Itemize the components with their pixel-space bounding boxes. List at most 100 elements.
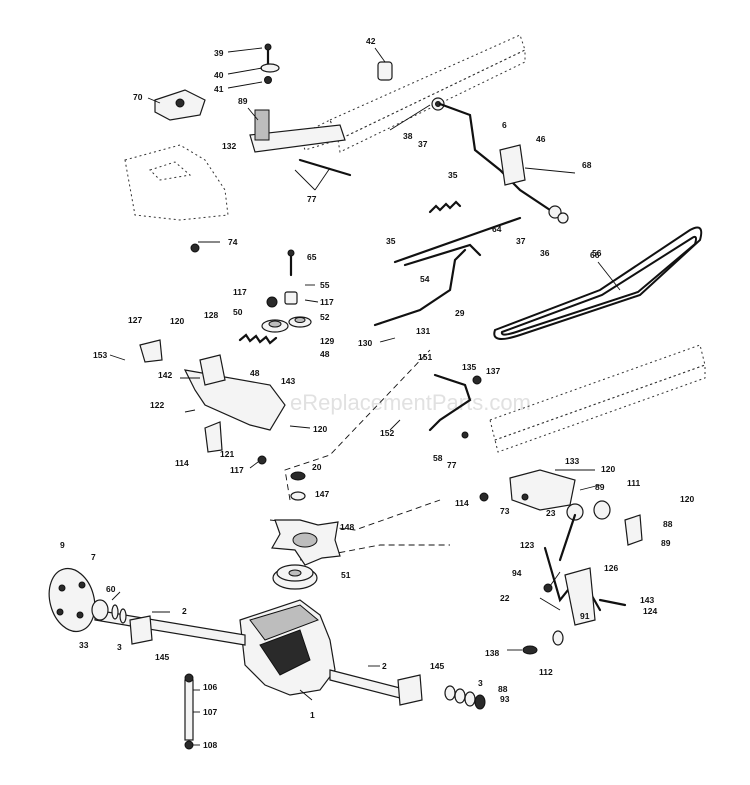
callout: 55 <box>320 280 330 290</box>
callout: 65 <box>307 252 317 262</box>
callout: 114 <box>175 458 189 468</box>
callout: 77 <box>307 194 317 204</box>
callout: 145 <box>155 652 169 662</box>
callout: 70 <box>133 92 143 102</box>
callout: 56 <box>592 248 602 258</box>
callout: 42 <box>366 36 376 46</box>
callout: 48 <box>250 368 260 378</box>
callout: 120 <box>680 494 694 504</box>
callout: 153 <box>93 350 107 360</box>
callout: 130 <box>358 338 372 348</box>
leader-lines <box>109 47 621 746</box>
callout: 89 <box>661 538 671 548</box>
callout: 41 <box>214 84 224 94</box>
callout: 143 <box>281 376 295 386</box>
callout: 37 <box>516 236 526 246</box>
spring-128 <box>238 333 278 345</box>
callout: 37 <box>418 139 428 149</box>
callout: 9 <box>60 540 65 550</box>
callout: 133 <box>565 456 579 466</box>
part-132-shaft <box>249 109 352 177</box>
callout: 132 <box>222 141 236 151</box>
lever-123 <box>522 513 627 655</box>
callout: 89 <box>595 482 605 492</box>
right-washers <box>397 674 486 710</box>
callout: 129 <box>320 336 334 346</box>
wheel-hub-7 <box>48 567 109 633</box>
cooling-fan-148 <box>271 519 341 566</box>
callout: 29 <box>455 308 465 318</box>
callout: 2 <box>382 661 387 671</box>
washers-20-147 <box>290 471 306 501</box>
callout: 68 <box>582 160 592 170</box>
callout: 148 <box>340 522 354 532</box>
callout: 114 <box>455 498 469 508</box>
callout: 152 <box>380 428 394 438</box>
callout: 22 <box>500 593 510 603</box>
callout: 3 <box>478 678 483 688</box>
callout: 73 <box>500 506 510 516</box>
callout: 107 <box>203 707 217 717</box>
callout: 60 <box>106 584 116 594</box>
callout: 3 <box>117 642 122 652</box>
watermark-text: eReplacementParts.com <box>290 390 531 415</box>
callout: 106 <box>203 682 217 692</box>
idler-pulleys <box>261 249 312 333</box>
callout: 147 <box>315 489 329 499</box>
bolt-106-108 <box>184 673 194 750</box>
transaxle-1 <box>239 599 336 696</box>
callout: 88 <box>498 684 508 694</box>
callout: 128 <box>204 310 218 320</box>
callout-labels: 39 40 41 42 70 89 38 37 6 46 68 132 77 3… <box>60 36 694 750</box>
callout: 74 <box>228 237 238 247</box>
callout: 123 <box>520 540 534 550</box>
callout: 51 <box>341 570 351 580</box>
lower-frame-rail <box>489 344 706 453</box>
transmission-pulley-51 <box>272 564 318 590</box>
left-washers <box>111 604 153 645</box>
callout: 50 <box>233 307 243 317</box>
routing-lines <box>269 349 450 561</box>
callout: 52 <box>320 312 330 322</box>
part-70-bracket <box>154 89 206 121</box>
callout: 135 <box>462 362 476 372</box>
callout: 124 <box>643 606 657 616</box>
callout: 1 <box>310 710 315 720</box>
callout: 112 <box>539 667 553 677</box>
callout: 40 <box>214 70 224 80</box>
callout: 122 <box>150 400 164 410</box>
callout: 126 <box>604 563 618 573</box>
drive-belt-66 <box>493 226 703 340</box>
callout: 39 <box>214 48 224 58</box>
callout: 117 <box>230 465 244 475</box>
callout: 77 <box>447 460 457 470</box>
callout: 117 <box>233 287 247 297</box>
callout: 7 <box>91 552 96 562</box>
callout: 143 <box>640 595 654 605</box>
spring-35 <box>428 200 462 214</box>
bracket-142 <box>139 339 286 431</box>
callout: 58 <box>433 453 443 463</box>
linkage-rod-68 <box>438 102 569 224</box>
callout: 117 <box>320 297 334 307</box>
callout: 94 <box>512 568 522 578</box>
misc-hardware <box>461 431 529 502</box>
callout: 38 <box>403 131 413 141</box>
callout: 138 <box>485 648 499 658</box>
callout: 2 <box>182 606 187 616</box>
callout: 142 <box>158 370 172 380</box>
callout: 88 <box>663 519 673 529</box>
callout: 48 <box>320 349 330 359</box>
callout: 54 <box>420 274 430 284</box>
callout: 120 <box>601 464 615 474</box>
callout: 93 <box>500 694 510 704</box>
callout: 131 <box>416 326 430 336</box>
callout: 23 <box>546 508 556 518</box>
part-42-pivot <box>377 61 445 111</box>
callout: 127 <box>128 315 142 325</box>
callout: 121 <box>220 449 234 459</box>
right-axle <box>329 669 401 699</box>
bracket-121 <box>204 421 267 465</box>
callout: 108 <box>203 740 217 750</box>
